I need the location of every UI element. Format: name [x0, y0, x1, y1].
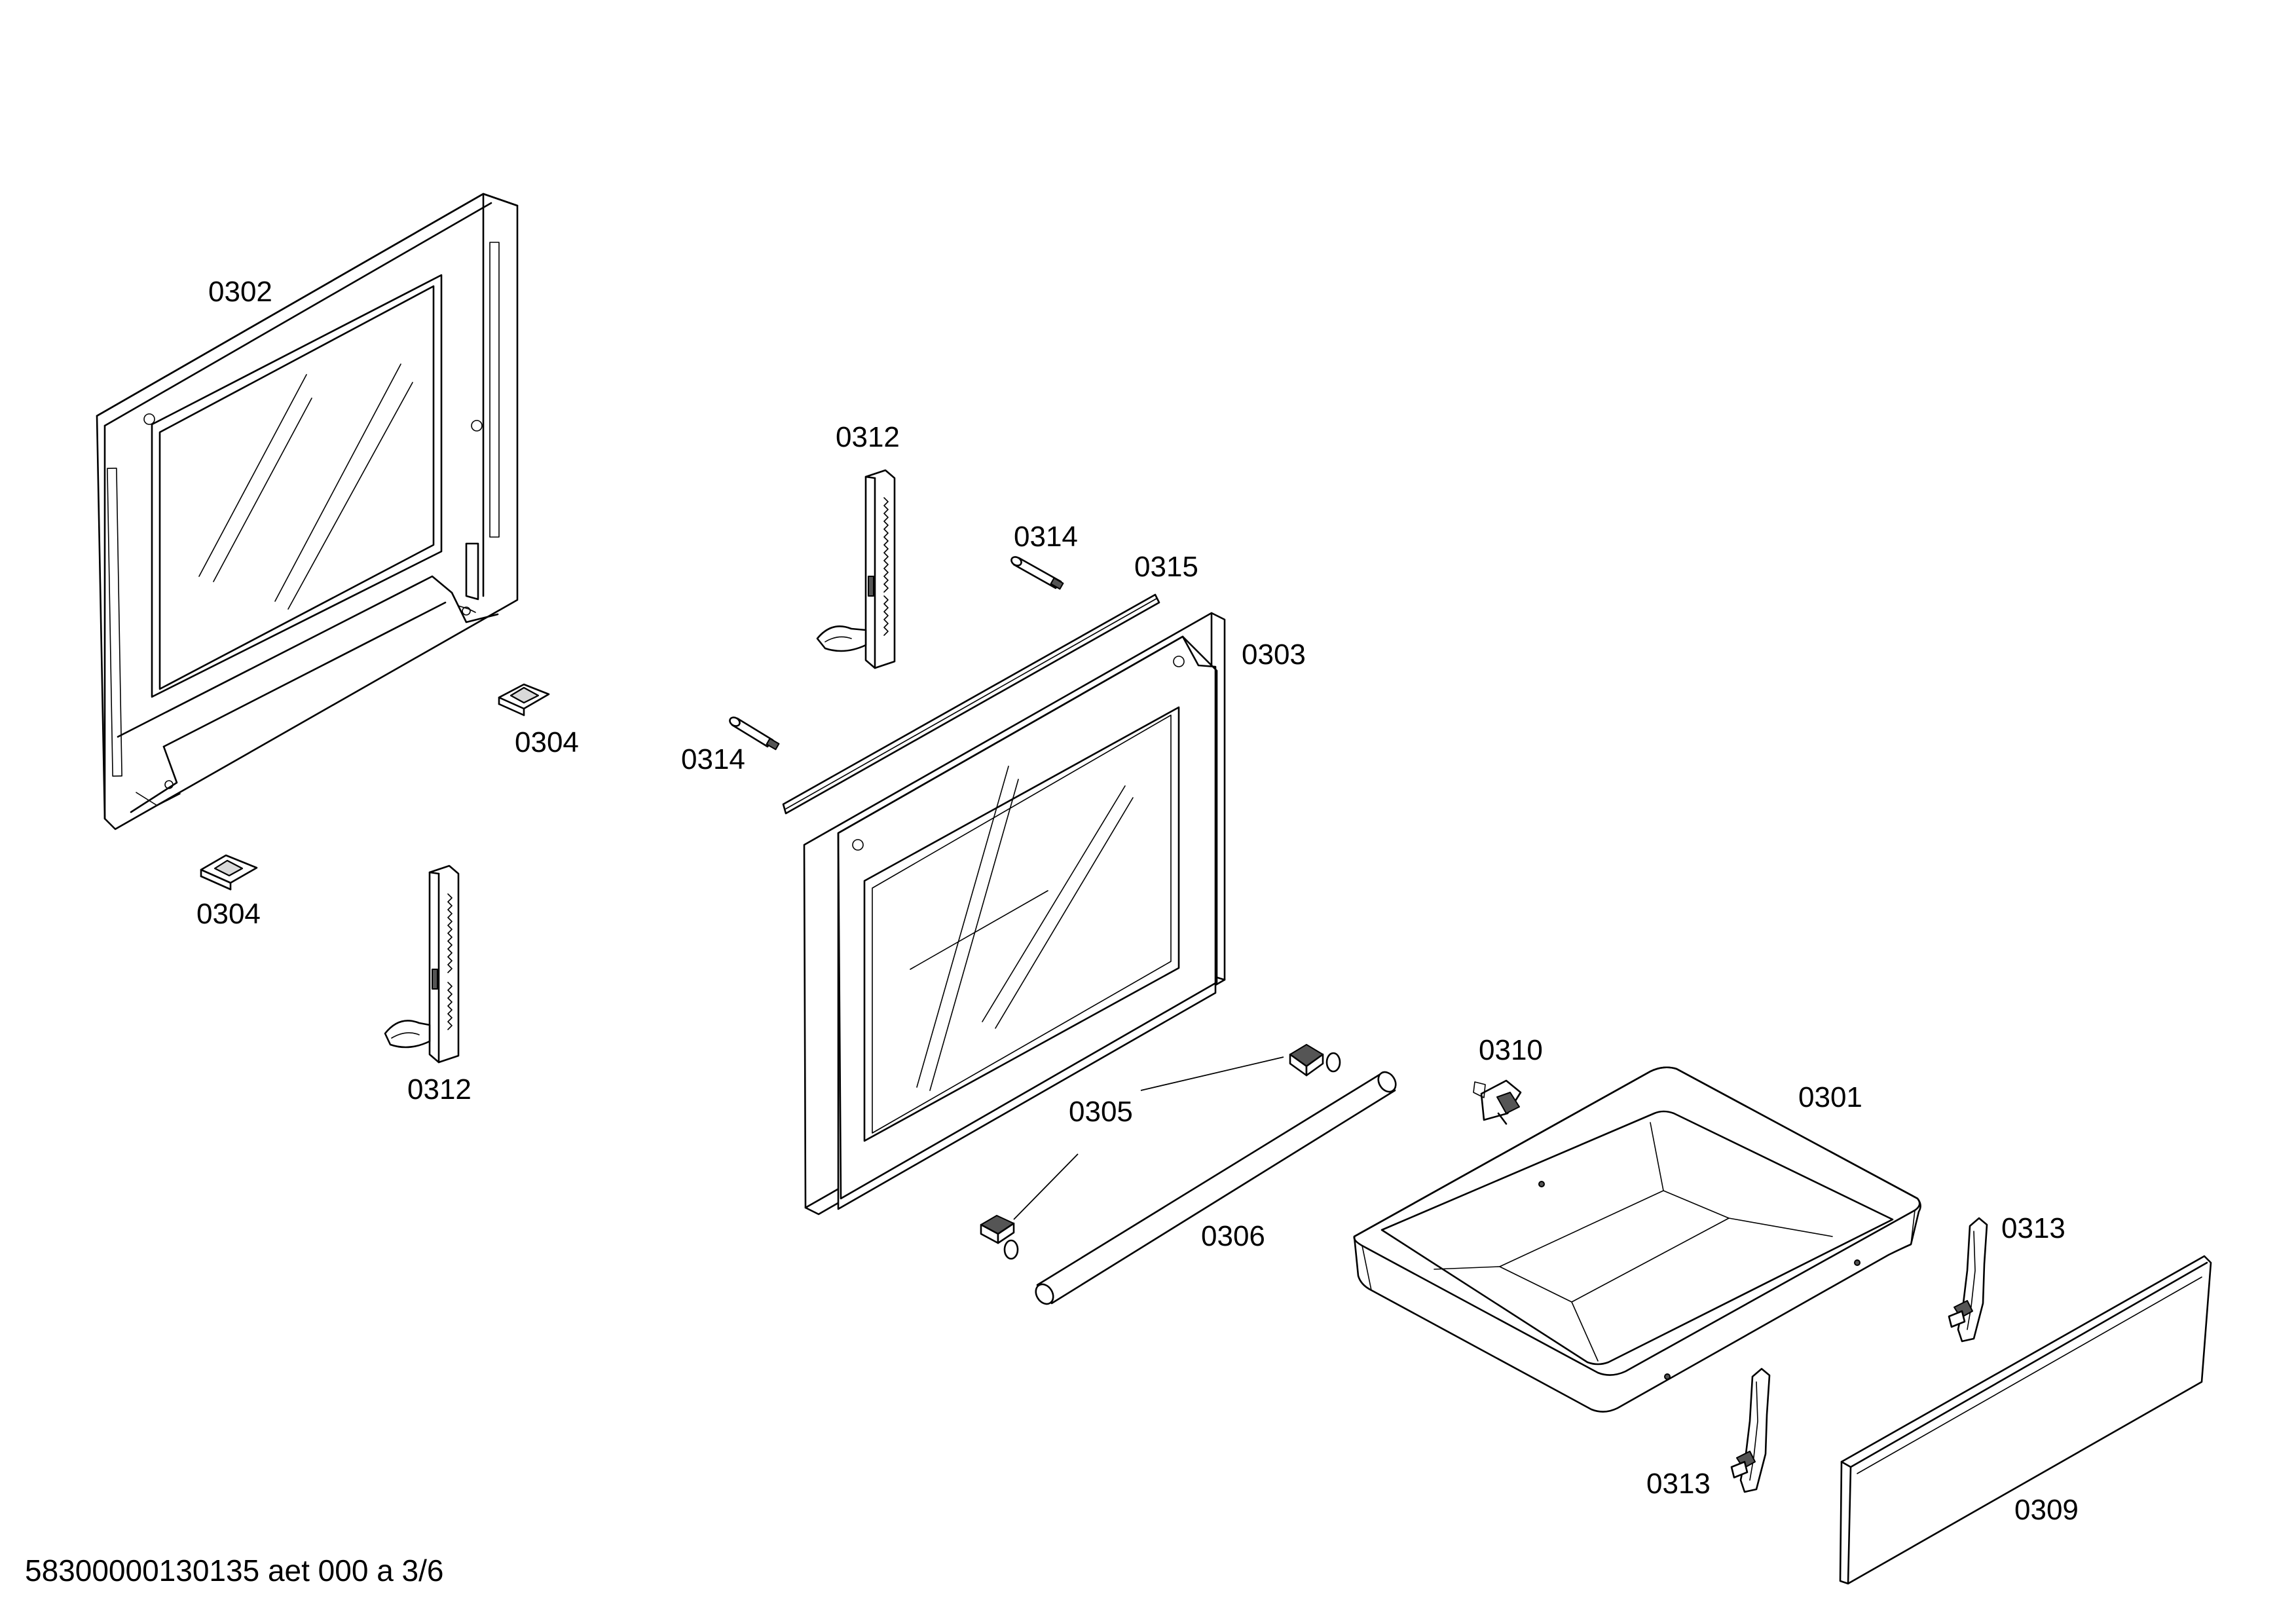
part-0305-cap-lower: [980, 1215, 1019, 1260]
label-0312-upper: 0312: [836, 421, 900, 453]
label-0309: 0309: [2014, 1494, 2079, 1526]
label-0305: 0305: [1069, 1096, 1133, 1128]
part-0302-inner-door-frame: [96, 193, 519, 830]
part-0312-hinge-lower: [384, 864, 460, 1064]
part-labels: 0302 0304 0304 0312 0312 0314 0314 0315 …: [196, 276, 2079, 1526]
label-0310: 0310: [1479, 1034, 1543, 1066]
part-0314-pin-upper: [1010, 556, 1064, 590]
part-0305-cap-upper: [1289, 1044, 1341, 1077]
part-0304-clip-lower: [200, 854, 258, 891]
part-0301-drawer-tray: [1353, 1066, 1921, 1413]
leader-0305-lower: [1013, 1153, 1079, 1220]
part-0303-outer-door-glass: [803, 612, 1226, 1216]
label-0303: 0303: [1242, 639, 1306, 671]
label-0313-right: 0313: [2001, 1212, 2065, 1244]
leader-0305-upper: [1140, 1056, 1284, 1091]
label-0304-upper: 0304: [515, 726, 579, 758]
label-0302: 0302: [208, 276, 272, 308]
label-0313-left: 0313: [1646, 1468, 1711, 1500]
part-0312-hinge-upper: [816, 469, 896, 669]
part-0306-handle-bar: [1035, 1071, 1397, 1305]
label-0315: 0315: [1134, 551, 1198, 583]
leader-lines: [1013, 1056, 1284, 1220]
label-0312-lower: 0312: [407, 1073, 472, 1106]
label-0304-lower: 0304: [196, 898, 261, 930]
part-0314-pin-lower: [729, 716, 780, 751]
label-0301: 0301: [1798, 1081, 1862, 1113]
part-0304-clip-upper: [498, 683, 550, 716]
part-0309-drawer-front-panel: [1839, 1255, 2212, 1585]
part-0315-top-strip: [782, 593, 1160, 815]
part-0313-runner-right: [1948, 1217, 1988, 1343]
drawing-reference-footer: 58300000130135 aet 000 a 3/6: [25, 1553, 444, 1588]
label-0314-lower: 0314: [681, 743, 745, 775]
part-0313-runner-left: [1730, 1367, 1771, 1493]
label-0314-upper: 0314: [1014, 521, 1078, 553]
label-0306: 0306: [1201, 1220, 1265, 1252]
part-0310-bracket: [1473, 1079, 1522, 1125]
